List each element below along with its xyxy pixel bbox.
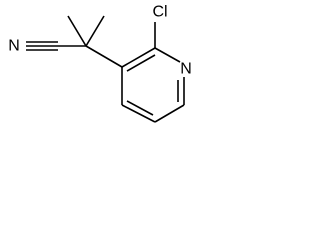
pyridine-ring — [121, 47, 185, 123]
atom-label-nitrile-nitrogen: N — [8, 38, 20, 55]
atom-label-chlorine: Cl — [152, 4, 167, 21]
bond-quaternary-to-ring — [85, 45, 123, 68]
ring-bond-c5-c4-inner — [126, 100, 154, 116]
ring-bond-c5-c4 — [121, 104, 156, 123]
ring-bond-c2-n1 — [154, 47, 181, 63]
structure-diagram-canvas: N Cl N — [0, 0, 200, 133]
nitrile-triple-bond — [26, 41, 58, 51]
ring-bond-c3-c2 — [121, 47, 156, 68]
bond-methyl-2 — [85, 15, 105, 47]
atom-label-ring-nitrogen: N — [180, 61, 192, 78]
ring-bond-c6-c5 — [154, 104, 185, 123]
bond-methyl-1 — [67, 15, 87, 47]
molecule-structure: N Cl N — [8, 4, 192, 123]
ring-bond-c3-c2-inner — [126, 54, 156, 72]
